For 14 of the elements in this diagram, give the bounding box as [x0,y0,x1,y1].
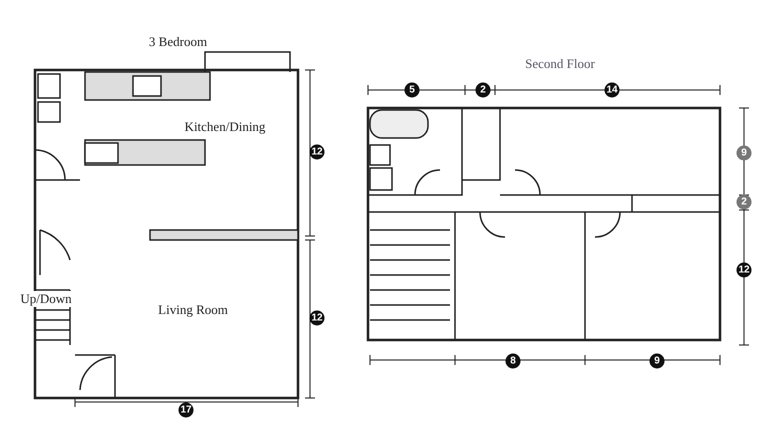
room-label: Living Room [158,302,228,318]
dimension-value: 9 [650,354,664,368]
dimension-value: 9 [736,146,752,160]
dimension-value: 2 [476,82,490,98]
stair-label: Up/Down [20,291,72,307]
room-label: Kitchen/Dining [184,119,266,135]
dimension-value: 12 [310,144,324,160]
dimension-value: 17 [178,402,194,418]
dimension-value: 12 [310,310,324,326]
dimension-value: 5 [404,82,420,98]
dimension-value: 8 [506,354,520,368]
dimension-value: 14 [604,82,620,98]
dimension-value: 12 [736,262,752,278]
dimension-value: 2 [736,194,752,210]
